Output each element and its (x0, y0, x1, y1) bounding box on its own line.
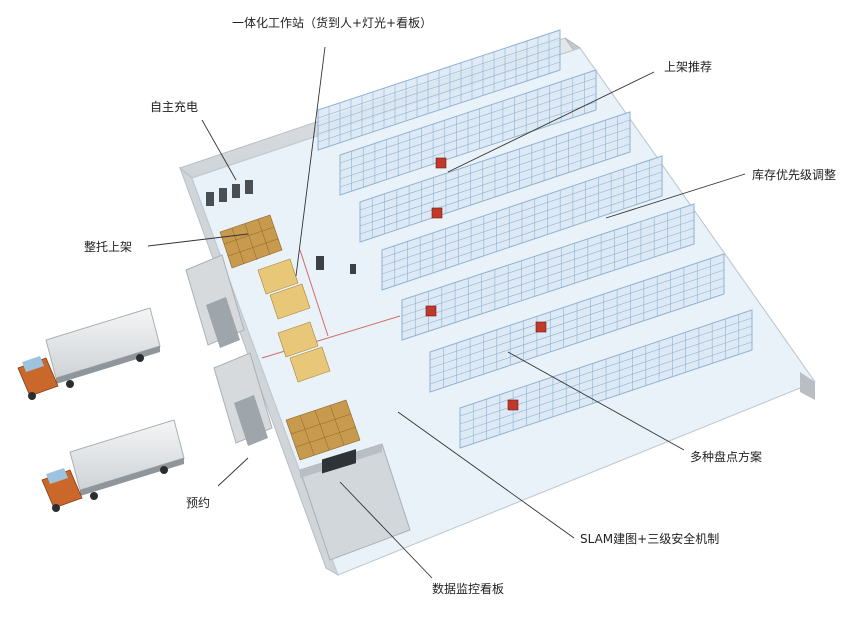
pallet-storage-bottom (285, 399, 361, 461)
truck-2 (41, 419, 185, 512)
rack-shelf (339, 93, 597, 180)
label-pallet-shelving: 整托上架 (84, 240, 133, 254)
rack-shelf (359, 135, 631, 227)
rack-shelf (401, 227, 695, 325)
leader-shelving (447, 71, 655, 173)
rack-shelf (339, 101, 597, 188)
rack-shelf (381, 187, 663, 283)
label-slam: SLAM建图+三级安全机制 (580, 532, 720, 546)
robots (425, 157, 547, 411)
forklifts (316, 256, 356, 274)
rack-rows (317, 29, 753, 449)
leader-slam (397, 411, 575, 539)
leader-dashboard (339, 481, 433, 579)
rack-shelf (429, 277, 725, 377)
rack-shelf (359, 127, 631, 219)
right-wall-face (800, 372, 815, 400)
rack-shelf (401, 235, 695, 333)
label-inventory-priority: 库存优先级调整 (752, 168, 837, 182)
rack-shelf (381, 163, 663, 259)
rack-shelf (401, 211, 695, 309)
rack-shelf (317, 45, 561, 127)
dashboard-screen (322, 449, 356, 474)
pallet-grid-lines (223, 218, 357, 456)
rack-shelf (429, 261, 725, 361)
rack-shelf (459, 333, 753, 433)
rack-shelf (359, 119, 631, 211)
rack-shelf (401, 219, 695, 317)
rack-shelf (339, 85, 597, 172)
leader-counting (507, 351, 685, 451)
rack-shelf (317, 53, 561, 135)
leader-inventory-priority (605, 173, 746, 219)
label-dashboard: 数据监控看板 (432, 582, 505, 596)
rack-shelf (359, 143, 631, 235)
dock-pit-1 (206, 297, 240, 348)
label-appointment: 预约 (186, 496, 211, 510)
label-charging: 自主充电 (150, 100, 199, 114)
rack-shelf (429, 269, 725, 369)
label-counting: 多种盘点方案 (690, 450, 763, 464)
rack-shelf (381, 179, 663, 275)
rack-shelf (459, 341, 753, 441)
rack-shelf (317, 37, 561, 119)
leader-pallet-shelving (147, 233, 249, 247)
rack-shelf (317, 61, 561, 143)
charging-stations (206, 180, 253, 206)
truck-1 (17, 307, 161, 400)
leader-charging (201, 119, 237, 181)
leader-workstation (295, 46, 326, 277)
label-workstation: 一体化工作站（货到人+灯光+看板） (232, 16, 433, 30)
dock-pit-2 (234, 395, 268, 446)
leader-appointment (217, 457, 249, 487)
workstation-area (257, 258, 331, 383)
rack-shelf (339, 77, 597, 164)
rack-shelf (381, 171, 663, 267)
leader-lines (147, 46, 746, 579)
label-shelving: 上架推荐 (664, 60, 713, 74)
rack-shelf (459, 317, 753, 417)
rack-shelf (429, 285, 725, 385)
